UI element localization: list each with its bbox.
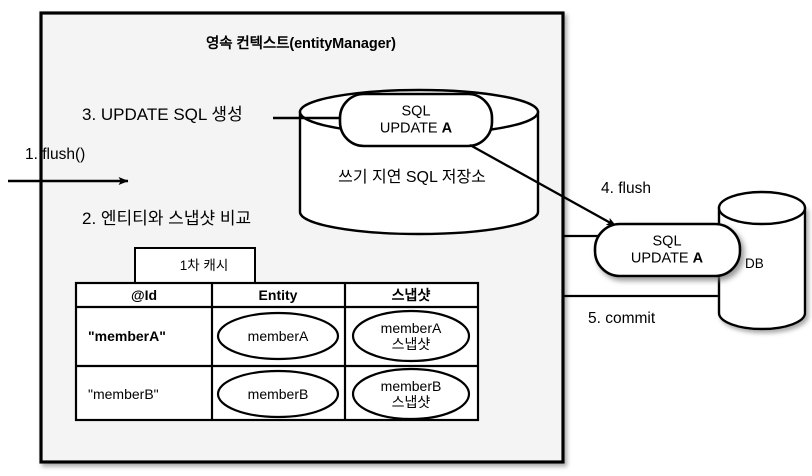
flush-to-db-arrow	[469, 143, 617, 228]
db-sql-line-1: SQL	[652, 233, 682, 250]
entity-ellipse-memberB	[216, 369, 340, 419]
database-cylinder	[717, 190, 807, 331]
table-row-entity-0: memberA	[247, 327, 309, 344]
store-sql-keyword: UPDATE	[379, 120, 442, 136]
snapshot-ellipse-memberA	[351, 309, 471, 363]
snapshot-0-line-2: 스냅샷	[391, 336, 431, 352]
table-row-id-1: "memberB"	[88, 386, 159, 402]
first-level-cache-tab	[134, 247, 256, 283]
table-header-entity: Entity	[258, 286, 298, 303]
store-sql-line-2: UPDATE A	[380, 120, 452, 137]
step-1-flush-label: 1. flush()	[25, 146, 86, 163]
db-sql-target: A	[692, 250, 704, 266]
step-5-commit-label: 5. commit	[588, 310, 656, 327]
first-level-cache-tab-label: 1차 캐시	[179, 258, 229, 274]
persistence-context-title: 영속 컨텍스트(entityManager)	[206, 36, 396, 52]
table-row-snapshot-0: memberA 스냅샷	[381, 320, 442, 352]
db-sql-statement-box	[593, 222, 742, 278]
table-header-id: @Id	[130, 286, 158, 303]
store-sql-line-1: SQL	[401, 103, 431, 120]
snapshot-ellipse-memberB	[351, 367, 471, 421]
step-3-update-sql-label: 3. UPDATE SQL 생성	[82, 105, 243, 124]
store-sql-statement-text: SQL UPDATE A	[380, 103, 452, 136]
db-sql-keyword: UPDATE	[630, 250, 693, 266]
snapshot-1-line-2: 스냅샷	[391, 394, 431, 410]
step-4-flush-label: 4. flush	[601, 180, 651, 197]
table-row-id-0: "memberA"	[88, 328, 166, 344]
step-2-compare-label: 2. 엔티티와 스냅샷 비교	[82, 209, 252, 228]
table-row-entity-1: memberB	[247, 385, 309, 402]
snapshot-1-line-1: memberB	[380, 377, 442, 394]
db-sql-line-2: UPDATE A	[631, 250, 703, 267]
snapshot-0-line-1: memberA	[380, 319, 442, 336]
entity-ellipse-memberA	[216, 311, 340, 361]
database-label: DB	[745, 256, 764, 271]
table-header-snapshot: 스냅샷	[391, 286, 431, 303]
table-row-snapshot-1: memberB 스냅샷	[381, 378, 442, 410]
store-sql-target: A	[441, 120, 453, 136]
write-behind-store-label: 쓰기 지연 SQL 저장소	[338, 168, 486, 186]
store-sql-statement-box	[338, 92, 494, 148]
db-sql-statement-text: SQL UPDATE A	[631, 233, 703, 266]
